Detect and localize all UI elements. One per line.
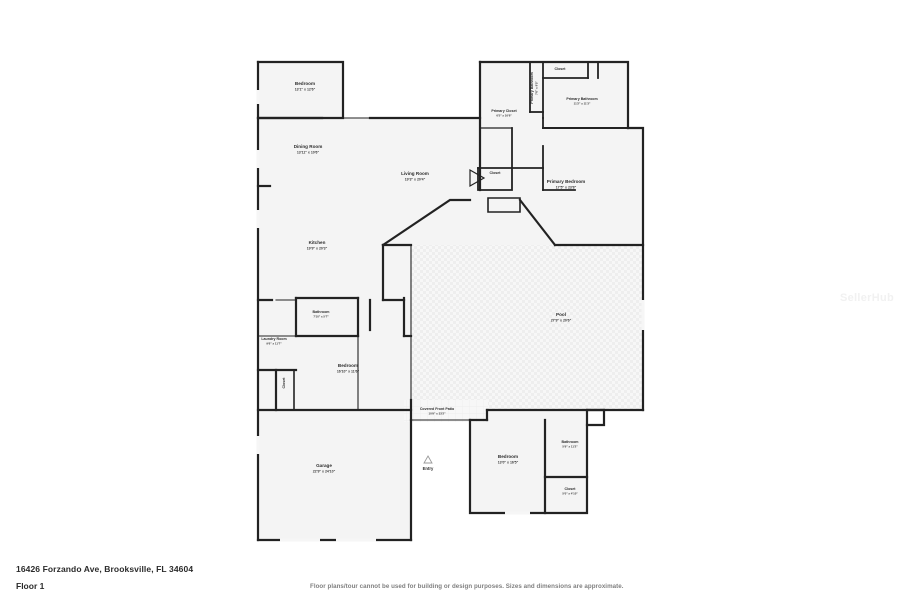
room-dimensions: 16'10" x 11'6": [337, 370, 360, 374]
room-label-bedroom-west: Bedroom 16'10" x 11'6": [337, 363, 360, 374]
room-dimensions: 10'9" x 33'2": [429, 412, 447, 416]
room-name: Bedroom: [498, 454, 518, 459]
room-name: Bedroom: [338, 363, 358, 368]
room-dimensions: 6'5" x 16'6": [496, 114, 512, 118]
room-fills: [258, 62, 643, 540]
footer-floor-label: Floor 1: [16, 581, 45, 591]
room-name: Primary Bathroom: [566, 97, 597, 101]
bedroom-north-fill: [258, 62, 343, 118]
room-name: Covered Front Patio: [420, 407, 455, 411]
room-label-garage: Garage 22'9" x 24'10": [313, 463, 336, 474]
room-dimensions: 17'5" x 23'8": [556, 186, 577, 190]
wall-east-lower-return: [585, 408, 606, 427]
garage-fill: [258, 410, 411, 540]
room-dimensions: 27'9" x 20'6": [551, 319, 572, 323]
room-name: Garage: [316, 463, 332, 468]
openings: [256, 90, 645, 542]
room-label-pool: Pool 27'9" x 20'6": [551, 312, 572, 323]
room-labels: Bedroom 13'1" x 12'6" Dining Room 13'11" x …: [261, 67, 597, 496]
hall-closet: [487, 197, 521, 213]
room-label-dining-room: Dining Room 13'11" x 10'6": [294, 144, 323, 155]
room-name: Laundry Room: [261, 337, 286, 341]
footer-address: 16426 Forzando Ave, Brooksville, FL 3460…: [16, 564, 194, 574]
room-dimensions: 5'9" x 11'2": [562, 445, 578, 449]
room-label-kitchen: Kitchen 19'9" x 20'3": [307, 240, 328, 251]
room-name: Bathroom: [313, 310, 330, 314]
entry-label: Entry: [423, 466, 434, 471]
room-label-closet-living: Closet: [490, 171, 502, 175]
room-dimensions: 13'0" x 16'5": [498, 461, 519, 465]
room-dimensions: 7'6" x 9'5": [535, 80, 539, 94]
primary-suite-fill: [480, 62, 628, 128]
footer-disclaimer: Floor plans/tour cannot be used for buil…: [310, 583, 624, 590]
closet-living-walls: [477, 167, 513, 191]
pool-enclosure-angle-east: [518, 198, 557, 247]
room-name: Pool: [556, 312, 566, 317]
bedroom-south-fill: [470, 410, 587, 513]
room-name: Primary Bathroom: [530, 72, 534, 103]
room-dimensions: 19'9" x 20'3": [307, 247, 328, 251]
walls: [256, 60, 645, 542]
watermark: SellerHub: [840, 292, 895, 304]
room-label-bedroom-south: Bedroom 13'0" x 16'5": [498, 454, 519, 465]
room-dimensions: 5'0" x 4'10": [562, 492, 578, 496]
room-label-closet-west: Closet: [282, 377, 286, 389]
room-dimensions: 9'6" x 11'7": [266, 342, 282, 346]
room-name: Kitchen: [309, 240, 326, 245]
room-name: Closet: [490, 171, 502, 175]
pool-fill: [383, 245, 643, 415]
pool-enclosure-angle-west: [381, 198, 472, 247]
room-name: Primary Closet: [491, 109, 517, 113]
room-dimensions: 11'2" x 11'3": [574, 102, 591, 106]
covered-patio-fill: [404, 400, 488, 422]
entry-marker: [423, 455, 433, 464]
door-swing-closet: [469, 168, 486, 188]
footer: 16426 Forzando Ave, Brooksville, FL 3460…: [0, 554, 900, 600]
room-dimensions: 13'11" x 10'6": [297, 151, 320, 155]
room-label-closet-top: Closet: [555, 67, 567, 71]
room-dimensions: 13'1" x 12'6": [295, 88, 316, 92]
room-name: Dining Room: [294, 144, 323, 149]
room-name: Closet: [555, 67, 567, 71]
room-name: Living Room: [401, 171, 429, 176]
room-dimensions: 7'10" x 5'7": [313, 315, 329, 319]
room-label-living-room: Living Room 19'3" x 20'4": [401, 171, 429, 182]
room-name: Closet: [282, 377, 286, 389]
room-label-bedroom-north: Bedroom 13'1" x 12'6": [295, 81, 316, 92]
entry-arrow-icon: [423, 455, 433, 464]
room-label-primary-bedroom: Primary Bedroom 17'5" x 23'8": [547, 179, 586, 190]
room-dimensions: 19'3" x 20'4": [405, 178, 426, 182]
room-dimensions: 22'9" x 24'10": [313, 470, 336, 474]
room-name: Primary Bedroom: [547, 179, 586, 184]
room-name: Bathroom: [562, 440, 579, 444]
room-name: Closet: [565, 487, 577, 491]
room-name: Bedroom: [295, 81, 315, 86]
